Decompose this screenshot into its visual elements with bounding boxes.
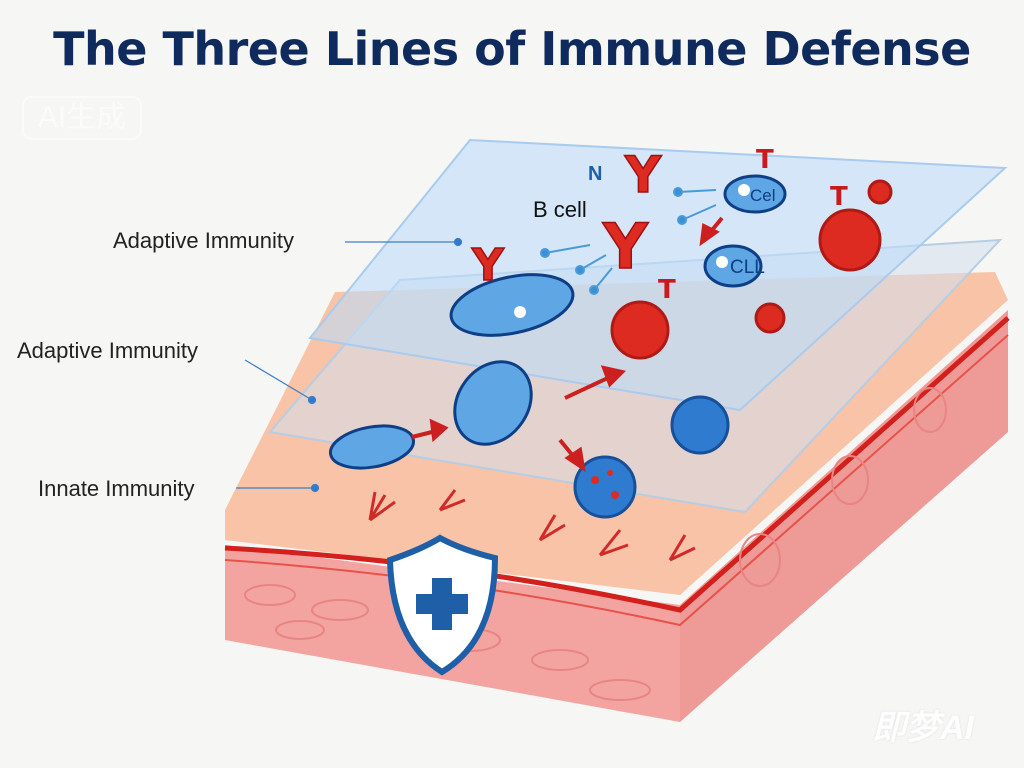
n-label: N [588,163,602,185]
blue-viruses [573,395,730,519]
cell-label: Cel [750,186,776,205]
watermark-jimeng-ai: 即梦AI [872,709,974,747]
watermark-ai-generated: AI生成 [22,96,142,140]
antibody-icon: Y [624,146,662,204]
antibody-icon: Y [602,210,649,283]
page-title: The Three Lines of Immune Defense [53,22,971,76]
arrows [411,216,724,473]
leader-lines [236,237,463,493]
red-viruses [610,179,893,360]
shield-icon [386,534,499,676]
label-adaptive-immunity-top: Adaptive Immunity [113,228,294,253]
b-cell-label: B cell [533,197,587,222]
top-defense-plane [308,138,1008,412]
t-cell-marker: T [658,275,676,305]
t-cell-marker: T [830,182,848,212]
signal-lines [540,187,717,295]
bacteria-cells [328,174,787,470]
capillaries [368,489,696,562]
cell-label: CLL [730,257,765,278]
label-adaptive-immunity-middle: Adaptive Immunity [17,338,198,363]
label-innate-immunity: Innate Immunity [38,476,195,501]
t-cell-marker: T [756,145,774,175]
antibody-icon: Y [471,240,505,291]
